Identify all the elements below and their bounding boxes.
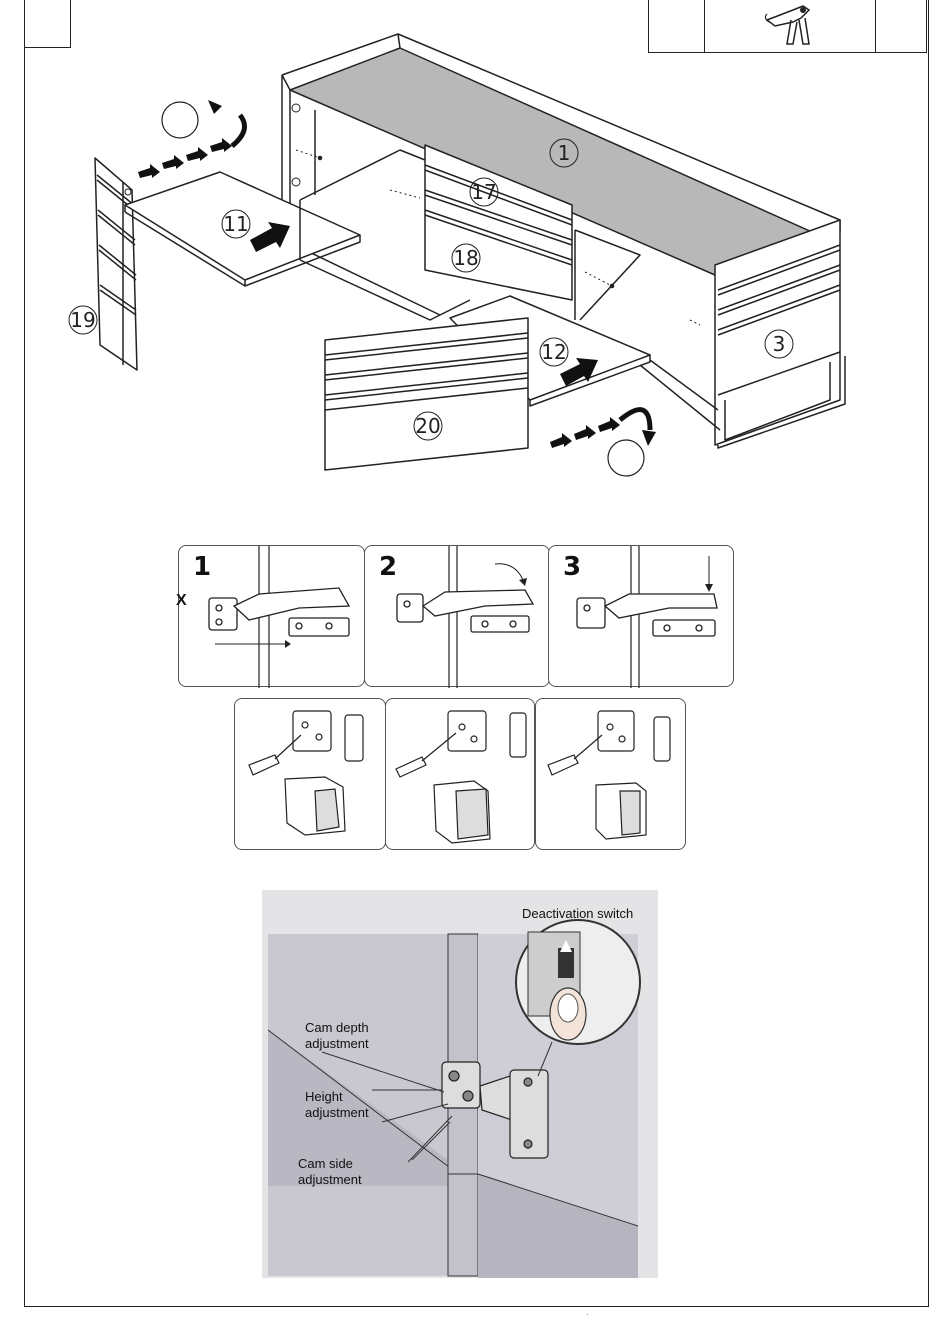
label-deactivation-switch: Deactivation switch <box>522 906 633 922</box>
cabinet-assembly-drawing: 1 3 11 12 17 18 19 20 <box>40 30 880 490</box>
hinge-callout-top <box>162 102 198 138</box>
screwdriver-icon <box>536 699 687 851</box>
label-height-line1: Height <box>305 1089 343 1105</box>
hinge-step-1-panel: 1 X <box>178 545 365 687</box>
callout-3: 3 <box>773 332 786 356</box>
callout-20: 20 <box>415 414 440 438</box>
callout-18: 18 <box>453 246 478 270</box>
callout-12: 12 <box>541 340 566 364</box>
hinge-photo-drawing <box>262 890 658 1278</box>
hinge-clip-on-drawing <box>179 546 366 688</box>
hinge-step-2-panel: 2 <box>364 545 550 687</box>
header-cell-extra <box>876 0 926 52</box>
adjust-panel-1 <box>234 698 386 850</box>
x-mark: X <box>176 592 187 610</box>
screwdriver-icon <box>235 699 387 851</box>
callout-17: 17 <box>471 180 496 204</box>
adjust-panel-2 <box>385 698 535 850</box>
callout-1: 1 <box>558 141 571 165</box>
label-cam-side-line2: adjustment <box>298 1172 362 1188</box>
label-cam-depth-line2: adjustment <box>305 1036 369 1052</box>
callout-19: 19 <box>70 308 95 332</box>
adjust-panel-3 <box>535 698 686 850</box>
hinge-engage-drawing <box>365 546 551 688</box>
callout-11: 11 <box>223 212 248 236</box>
hinge-step-3-panel: 3 <box>548 545 734 687</box>
hinge-press-drawing <box>549 546 735 688</box>
label-cam-side-line1: Cam side <box>298 1156 353 1172</box>
hinge-callout-bottom <box>608 440 644 476</box>
footer-mark: · <box>586 1310 589 1319</box>
label-cam-depth-line1: Cam depth <box>305 1020 369 1036</box>
hinge-adjustment-photo: Deactivation switch Cam depth adjustment… <box>262 890 658 1278</box>
label-height-line2: adjustment <box>305 1105 369 1121</box>
screwdriver-icon <box>386 699 536 851</box>
